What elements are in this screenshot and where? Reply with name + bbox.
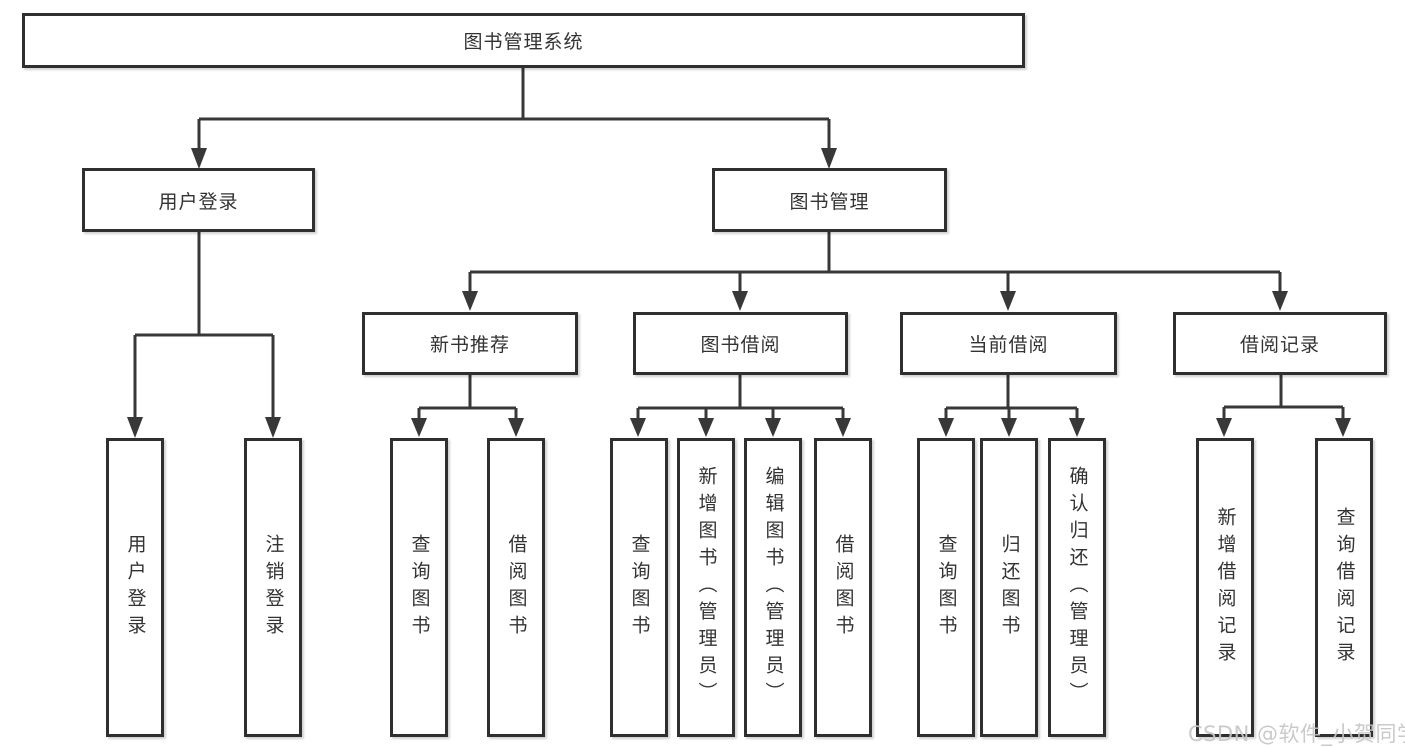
- leaf-add-borrow-record: 新增借阅记录: [1196, 438, 1254, 737]
- leaf-query-borrow-record: 查询借阅记录: [1315, 438, 1373, 737]
- leaf-borrow-book: 借阅图书: [814, 438, 872, 737]
- arrowhead-icon: [732, 291, 748, 311]
- connector-newbook-to-leaves: [411, 375, 524, 437]
- node-label: 用户登录: [124, 533, 147, 642]
- connector-bookmgmt-to-level3: [462, 232, 1288, 311]
- connector-bookborrow-to-leaves: [630, 375, 851, 437]
- node-borrow-records: 借阅记录: [1173, 312, 1387, 375]
- node-label: 借阅记录: [1239, 334, 1320, 356]
- node-label: 图书管理系统: [463, 31, 584, 53]
- node-label: 新书推荐: [429, 334, 510, 356]
- node-label: 归还图书: [998, 533, 1021, 642]
- leaf-return-book: 归还图书: [980, 438, 1038, 737]
- leaf-query-book-current: 查询图书: [917, 438, 975, 737]
- node-label: 新增借阅记录: [1214, 506, 1237, 669]
- arrowhead-icon: [1272, 291, 1288, 311]
- arrowhead-icon: [698, 418, 714, 437]
- node-label: 查询借阅记录: [1333, 506, 1356, 669]
- node-label: 编辑图书（管理员）: [762, 466, 785, 709]
- arrowhead-icon: [127, 417, 143, 438]
- arrowhead-icon: [1069, 418, 1085, 437]
- node-user-login: 用户登录: [82, 168, 315, 232]
- arrowhead-icon: [630, 418, 646, 437]
- leaf-query-book-recommend: 查询图书: [390, 438, 448, 737]
- leaf-confirm-return-admin: 确认归还（管理员）: [1048, 438, 1106, 737]
- arrowhead-icon: [835, 418, 851, 437]
- arrowhead-icon: [265, 417, 281, 438]
- arrowhead-icon: [1000, 291, 1016, 311]
- arrowhead-icon: [821, 148, 837, 169]
- leaf-add-book-admin: 新增图书（管理员）: [677, 438, 735, 737]
- node-book-management: 图书管理: [712, 168, 947, 232]
- leaf-user-login: 用户登录: [106, 438, 164, 737]
- arrowhead-icon: [938, 418, 954, 437]
- arrowhead-icon: [765, 418, 781, 437]
- connector-userlogin-to-leaves: [127, 232, 281, 438]
- connector-root-to-level2: [191, 68, 837, 169]
- node-label: 新增图书（管理员）: [695, 466, 718, 709]
- connector-borrowrecords-to-leaves: [1216, 375, 1351, 437]
- node-current-borrow: 当前借阅: [900, 312, 1117, 375]
- leaf-query-book-borrow: 查询图书: [610, 438, 668, 737]
- node-label: 注销登录: [262, 533, 285, 642]
- node-new-book-recommend: 新书推荐: [362, 312, 578, 375]
- arrowhead-icon: [1335, 418, 1351, 437]
- node-label: 确认归还（管理员）: [1066, 466, 1089, 709]
- leaf-logout: 注销登录: [244, 438, 302, 737]
- node-label: 图书借阅: [700, 334, 781, 356]
- node-label: 图书管理: [789, 190, 870, 213]
- arrowhead-icon: [462, 291, 478, 311]
- arrowhead-icon: [508, 418, 524, 437]
- connector-currentborrow-to-leaves: [938, 375, 1085, 437]
- arrowhead-icon: [411, 418, 427, 437]
- leaf-borrow-book-recommend: 借阅图书: [487, 438, 545, 737]
- node-label: 查询图书: [628, 533, 651, 642]
- arrowhead-icon: [191, 148, 207, 169]
- node-book-borrow: 图书借阅: [633, 312, 848, 375]
- node-label: 查询图书: [408, 533, 431, 642]
- node-label: 借阅图书: [505, 533, 528, 642]
- leaf-edit-book-admin: 编辑图书（管理员）: [744, 438, 802, 737]
- arrowhead-icon: [1001, 418, 1017, 437]
- node-label: 用户登录: [158, 190, 239, 213]
- node-label: 当前借阅: [968, 334, 1049, 356]
- node-label: 借阅图书: [832, 533, 855, 642]
- node-root-system: 图书管理系统: [22, 13, 1025, 68]
- csdn-watermark: CSDN @软件_小贺同学: [1188, 722, 1405, 746]
- arrowhead-icon: [1216, 418, 1232, 437]
- node-label: 查询图书: [935, 533, 958, 642]
